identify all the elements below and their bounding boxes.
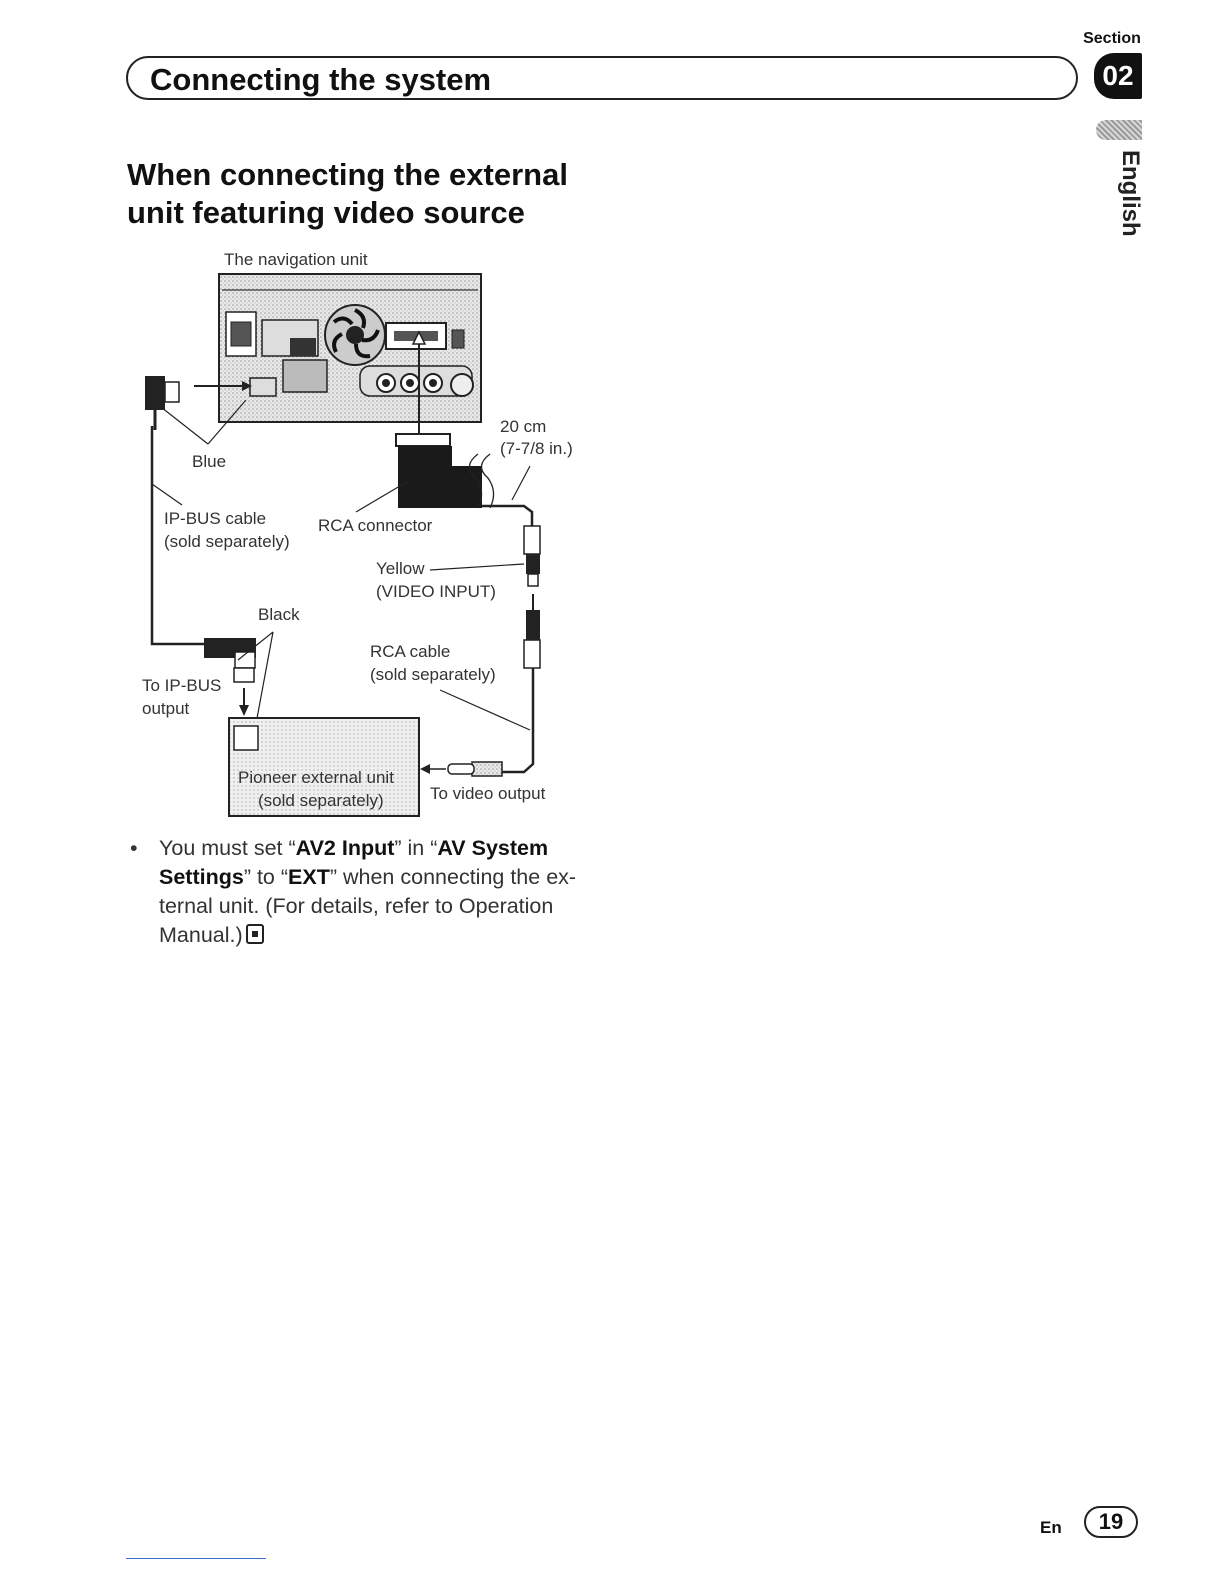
chapter-title: Connecting the system — [150, 62, 492, 97]
setting-note: • You must set “AV2 Input” in “AV System… — [130, 834, 600, 950]
end-of-section-icon — [245, 924, 264, 944]
label-rca-connector: RCA connector — [318, 516, 433, 535]
ipbus-cable — [150, 426, 210, 646]
label-length-in: (7-7/8 in.) — [500, 439, 573, 458]
label-external-sold: (sold separately) — [258, 791, 384, 810]
note-text-2: ” in “ — [394, 836, 438, 860]
section-heading: When connecting the external unit featur… — [127, 156, 647, 232]
note-bold-ext: EXT — [288, 865, 330, 889]
label-navigation-unit: The navigation unit — [224, 250, 368, 269]
arrow-up-to-usb — [411, 330, 427, 345]
label-black: Black — [258, 605, 300, 624]
note-text-4: ” when connecting the ex- ternal unit. (… — [159, 865, 577, 947]
label-output: output — [142, 699, 190, 718]
chapter-header: Connecting the system — [126, 56, 1078, 100]
label-external-unit: Pioneer external unit — [238, 768, 394, 787]
heading-line-1: When connecting the external — [127, 157, 568, 192]
arrow-to-ipbus-port — [242, 381, 252, 391]
footer-language: En — [1040, 1518, 1062, 1537]
rca-jack-group — [359, 365, 474, 397]
connection-diagram: The navigation unit Blue 20 cm (7-7/8 in… — [142, 250, 573, 817]
cooling-fan-icon — [324, 304, 386, 366]
note-bold-av2-input: AV2 Input — [295, 836, 395, 860]
label-blue: Blue — [192, 452, 226, 471]
ip-bus-port — [249, 377, 277, 397]
arrow-to-external-unit — [420, 764, 430, 774]
yellow-rca-plug — [523, 525, 541, 555]
note-text-1: You must set “ — [159, 836, 296, 860]
label-to-video-output: To video output — [430, 784, 546, 803]
blue-ipbus-plug — [145, 376, 165, 410]
note-paragraph: You must set “AV2 Input” in “AV System S… — [159, 834, 600, 950]
section-label: Section — [1083, 30, 1141, 47]
section-number-badge: 02 — [1094, 53, 1142, 99]
label-ipbus-cable: IP-BUS cable — [164, 509, 266, 528]
heading-line-2: unit featuring video source — [127, 195, 525, 230]
label-yellow: Yellow — [376, 559, 425, 578]
bullet: • — [130, 836, 138, 860]
language-tab-band — [1096, 120, 1142, 140]
external-unit-box — [228, 717, 420, 817]
label-ipbus-sold: (sold separately) — [164, 532, 290, 551]
label-to-ipbus: To IP-BUS — [142, 676, 221, 695]
rca-connector-block — [398, 446, 482, 508]
label-length-cm: 20 cm — [500, 417, 546, 436]
note-text-3: ” to “ — [243, 865, 289, 889]
label-rca-sold: (sold separately) — [370, 665, 496, 684]
label-video-input: (VIDEO INPUT) — [376, 582, 496, 601]
footnote-rule — [126, 1558, 266, 1559]
language-tab-label: English — [1117, 150, 1144, 237]
rca-cable-plug — [526, 610, 540, 640]
arrow-down-to-external-unit — [239, 705, 249, 716]
rca-cable — [500, 668, 535, 774]
page-number: 19 — [1084, 1506, 1138, 1538]
note-bold-av-system-settings: AV System Settings — [159, 836, 549, 889]
label-rca-cable: RCA cable — [370, 642, 450, 661]
